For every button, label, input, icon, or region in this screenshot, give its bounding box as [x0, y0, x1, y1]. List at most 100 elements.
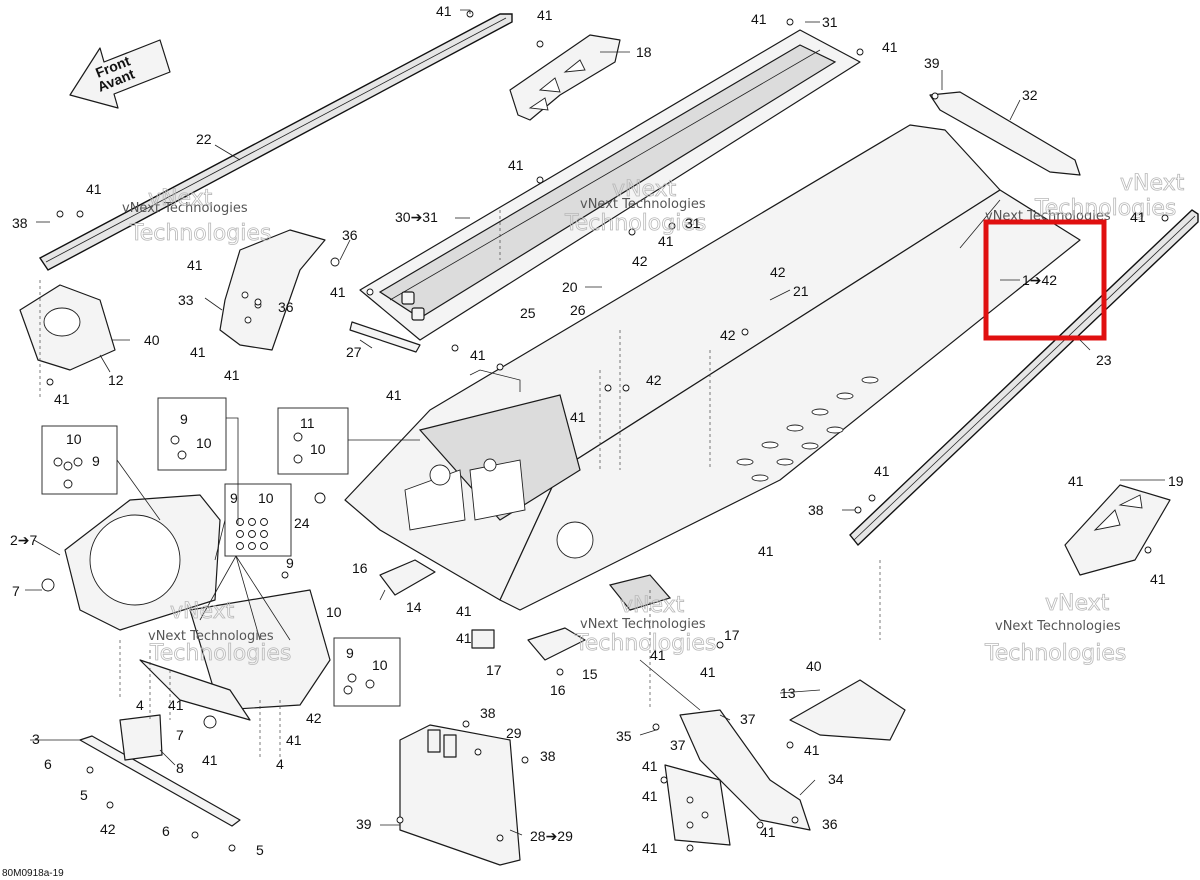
watermark-big-2b: Technologies	[564, 211, 706, 236]
callout-41: 41	[760, 824, 776, 840]
callout-41: 41	[1068, 473, 1084, 489]
callout-9: 9	[230, 490, 238, 506]
callout-17: 17	[724, 627, 740, 643]
callout-12: 12	[108, 372, 124, 388]
callout-35: 35	[616, 728, 632, 744]
callout-39: 39	[356, 816, 372, 832]
callout-41: 41	[224, 367, 240, 383]
callout-42: 42	[306, 710, 322, 726]
callout-18: 18	[636, 44, 652, 60]
fastener-bolts	[41, 10, 1169, 852]
callout-numbers: 41 41 18 41 31 41 39 32 22 41 38 36 41 3…	[10, 3, 1184, 858]
callout-41: 41	[86, 181, 102, 197]
callout-36: 36	[822, 816, 838, 832]
callout-5: 5	[80, 787, 88, 803]
callout-41: 41	[470, 347, 486, 363]
callout-8: 8	[176, 760, 184, 776]
callout-23: 23	[1096, 352, 1112, 368]
callout-41: 41	[187, 257, 203, 273]
callout-41: 41	[190, 344, 206, 360]
callout-9: 9	[346, 645, 354, 661]
callout-41: 41	[570, 409, 586, 425]
callout-41: 41	[882, 39, 898, 55]
watermark-big-6a: vNext	[1045, 591, 1110, 616]
callout-41: 41	[874, 463, 890, 479]
callout-27: 27	[346, 344, 362, 360]
callout-38: 38	[12, 215, 28, 231]
callout-10: 10	[326, 604, 342, 620]
watermark-big-3a: vNext	[1120, 171, 1185, 196]
callout-38: 38	[540, 748, 556, 764]
callout-36: 36	[278, 299, 294, 315]
callout-41: 41	[1130, 209, 1146, 225]
callout-7: 7	[12, 583, 20, 599]
callout-29: 29	[506, 725, 522, 741]
footrest-bracket-19	[1064, 484, 1171, 576]
callout-10: 10	[310, 441, 326, 457]
callout-41: 41	[330, 284, 346, 300]
callout-22: 22	[196, 131, 212, 147]
callout-41: 41	[700, 664, 716, 680]
part-33-bracket	[219, 229, 326, 351]
callout-10: 10	[66, 431, 82, 447]
callout-41: 41	[642, 758, 658, 774]
fastener-box-9-10-c	[333, 637, 401, 707]
watermark-big-6b: Technologies	[984, 641, 1126, 666]
watermark-text-6: vNext Technologies	[995, 619, 1121, 634]
callout-10: 10	[258, 490, 274, 506]
callout-28-29: 28➔29	[530, 828, 573, 844]
callout-10: 10	[196, 435, 212, 451]
tunnel-top-rail	[359, 29, 861, 341]
callout-7: 7	[176, 727, 184, 743]
callout-40: 40	[144, 332, 160, 348]
callout-9: 9	[286, 555, 294, 571]
callout-37: 37	[670, 737, 686, 753]
watermark-text-2: vNext Technologies	[580, 197, 706, 212]
watermark-big-5a: vNext	[620, 593, 685, 618]
callout-41: 41	[168, 697, 184, 713]
callout-41: 41	[456, 603, 472, 619]
callout-1-42: 1➔42	[1022, 272, 1057, 288]
callout-41: 41	[642, 788, 658, 804]
highlight-box-1-42: 1➔42	[983, 219, 1107, 341]
callout-42: 42	[770, 264, 786, 280]
watermark-big-5b: Technologies	[574, 631, 716, 656]
callout-16: 16	[550, 682, 566, 698]
callout-13: 13	[780, 685, 796, 701]
callout-40: 40	[806, 658, 822, 674]
fastener-box-9-10-a	[157, 397, 227, 471]
front-arrow: Front Avant	[69, 39, 171, 109]
callout-41: 41	[54, 391, 70, 407]
callout-41: 41	[202, 752, 218, 768]
callout-25: 25	[520, 305, 536, 321]
callout-41: 41	[650, 647, 666, 663]
callout-16: 16	[352, 560, 368, 576]
part-27-bar	[349, 321, 421, 353]
callout-10: 10	[372, 657, 388, 673]
rear-arm-34	[664, 709, 811, 846]
callout-38: 38	[808, 502, 824, 518]
callout-9: 9	[92, 453, 100, 469]
callout-42: 42	[720, 327, 736, 343]
tunnel-main-body	[344, 124, 1081, 611]
bottom-plate-part-8	[79, 714, 241, 827]
part-12-nose-cap	[19, 284, 116, 371]
fastener-box-10-9	[41, 425, 118, 495]
callout-42: 42	[632, 253, 648, 269]
right-running-board-rail	[849, 209, 1199, 547]
callout-41: 41	[751, 11, 767, 27]
callout-32: 32	[1022, 87, 1038, 103]
callout-37: 37	[740, 711, 756, 727]
left-running-board-rail	[38, 13, 513, 271]
reference-code: 80M0918a-19	[2, 868, 64, 879]
watermark-text-4: vNext Technologies	[148, 629, 274, 644]
part-17-plate	[471, 629, 495, 649]
watermark-big-4b: Technologies	[149, 641, 291, 666]
watermark-big-4a: vNext	[170, 599, 235, 624]
callout-41: 41	[436, 3, 452, 19]
callout-4: 4	[276, 756, 284, 772]
callout-41: 41	[1150, 571, 1166, 587]
heat-exchanger-28-29	[399, 724, 521, 866]
callout-19: 19	[1168, 473, 1184, 489]
